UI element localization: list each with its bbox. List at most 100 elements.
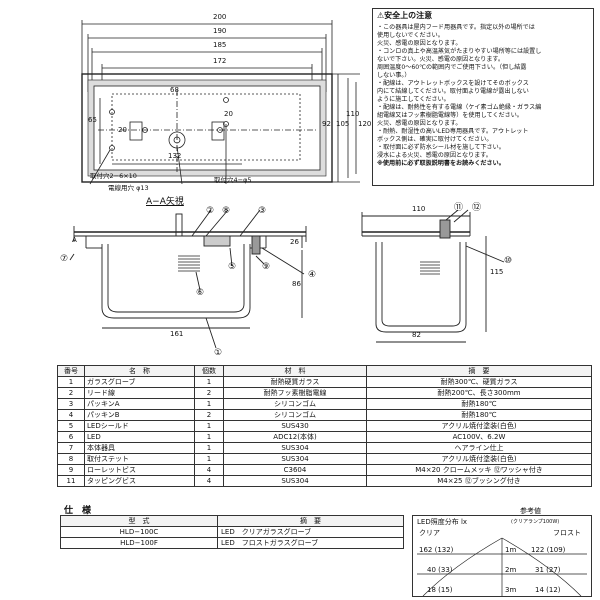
table-cell: タッピングビス [84, 475, 195, 487]
table-cell: HLD−100C [60, 526, 218, 538]
safety-line: ボックス側は、確実に取付けてください。 [377, 135, 493, 143]
dim-92: 92 [322, 120, 331, 128]
table-cell: SUS304 [223, 475, 367, 487]
table-cell: アクリル焼付塗装(白色) [366, 420, 592, 432]
table-cell: 2 [194, 409, 224, 421]
safety-line: ・この器具は屋内フード用器具です。指定以外の場所では [377, 23, 535, 31]
table-cell: 1 [57, 376, 85, 388]
table-header: 材 料 [223, 365, 367, 377]
led-row-3-left: 18 (15) [427, 586, 453, 594]
safety-line: ・配線は、耐熱性を有する電線（ケイ素ゴム絶縁・ガラス編 [377, 103, 542, 111]
table-header: 摘 要 [366, 365, 592, 377]
table-cell: 耐熱300℃、硬質ガラス [366, 376, 592, 388]
table-cell: 耐熱硬質ガラス [223, 376, 367, 388]
table-cell: LEDシールド [84, 420, 195, 432]
table-cell: M4×25 ⑫ブッシング付き [366, 475, 592, 487]
table-cell: 4 [57, 409, 85, 421]
section-title: A−A矢視 [146, 197, 184, 207]
table-cell: 耐熱180℃ [366, 409, 592, 421]
table-cell: 3 [57, 398, 85, 410]
table-cell: 耐熱200℃、長さ300mm [366, 387, 592, 399]
led-row-2-dist: 2m [505, 566, 517, 574]
safety-line: 周囲温度0〜60℃の範囲内でご使用下さい。（但し結露 [377, 63, 527, 71]
dim-185: 185 [213, 41, 227, 49]
safety-line: ・配線は、アウトレットボックスを設けてそのボックス [377, 79, 529, 87]
table-cell: ADC12(本体) [223, 431, 367, 443]
table-cell: SUS430 [223, 420, 367, 432]
table-cell: 7 [57, 442, 85, 454]
table-cell: 1 [194, 398, 224, 410]
table-cell: SUS304 [223, 442, 367, 454]
safety-line: しない事。） [377, 71, 411, 79]
led-col-left: クリア [419, 529, 440, 537]
table-cell: 8 [57, 453, 85, 465]
led-row-1-left: 162 (132) [419, 546, 454, 554]
dim-190: 190 [213, 27, 227, 35]
dim-115: 115 [490, 268, 504, 276]
led-row-2-left: 40 (33) [427, 566, 453, 574]
dim-86: 86 [292, 280, 301, 288]
table-cell: 4 [194, 464, 224, 476]
callout-3: ③ [258, 206, 267, 216]
table-header-row: 型 式 摘 要 [60, 515, 404, 527]
callout-11: ⑪ [454, 203, 464, 213]
safety-line: ※使用前に必ず取扱説明書をお読みください。 [377, 160, 505, 168]
dim-110: 110 [346, 110, 360, 118]
table-header: 番号 [57, 365, 85, 377]
table-cell: ヘアライン仕上 [366, 442, 592, 454]
led-title: LED照度分布 lx [417, 518, 468, 526]
callout-8: ⑧ [222, 206, 231, 216]
safety-line: 火災、感電の原因となります。 [377, 39, 462, 47]
table-cell: 2 [57, 387, 85, 399]
callout-9: ⑨ [262, 262, 271, 272]
table-header: 摘 要 [217, 515, 404, 527]
table-header: 個数 [194, 365, 224, 377]
table-cell: 2 [194, 387, 224, 399]
section-label-a: A [72, 236, 77, 244]
section-view-drawing [69, 209, 307, 349]
callout-4: ④ [308, 270, 317, 280]
table-cell: AC100V、6.2W [366, 431, 592, 443]
dim-132: 132 [168, 152, 182, 160]
dim-200: 200 [213, 13, 227, 21]
callout-6: ⑥ [196, 288, 205, 298]
table-cell: シリコンゴム [223, 409, 367, 421]
callout-10: ⑩ [504, 256, 513, 266]
dim-20-left: 20 [118, 126, 127, 134]
dim-26: 26 [290, 238, 299, 246]
callout-7: ⑦ [60, 254, 69, 264]
table-cell: 1 [194, 376, 224, 388]
table-cell: 4 [194, 475, 224, 487]
led-row-1-dist: 1m [505, 546, 517, 554]
table-cell: 本体器具 [84, 442, 195, 454]
safety-line: 火災、感電の原因となります。 [377, 119, 462, 127]
label-cord-hole: 電線用穴 φ13 [108, 184, 149, 192]
label-mount-hole2: 取付穴4−φ5 [214, 176, 252, 184]
safety-line: ・取付面に必ず防水シール材を施して下さい。 [377, 144, 505, 152]
table-cell: HLD−100F [60, 537, 218, 549]
led-col-right: フロスト [553, 529, 581, 537]
table-cell: 1 [194, 420, 224, 432]
callout-5: ⑤ [228, 262, 237, 272]
led-ref: 参考値 [520, 507, 541, 515]
callout-12: ⑫ [472, 203, 482, 213]
dim-161: 161 [170, 330, 184, 338]
table-cell: ローレットビス [84, 464, 195, 476]
safety-line: ないで下さい。火災、感電の原因となります。 [377, 55, 504, 63]
table-cell: SUS304 [223, 453, 367, 465]
led-row-1-right: 122 (109) [531, 546, 566, 554]
table-cell: LED クリアガラスグローブ [217, 526, 404, 538]
led-row-2-right: 31 (27) [535, 566, 561, 574]
dim-65: 65 [88, 116, 97, 124]
table-cell: アクリル焼付塗装(白色) [366, 453, 592, 465]
side-view-drawing [361, 209, 505, 343]
safety-title: ⚠安全上の注意 [377, 11, 433, 20]
